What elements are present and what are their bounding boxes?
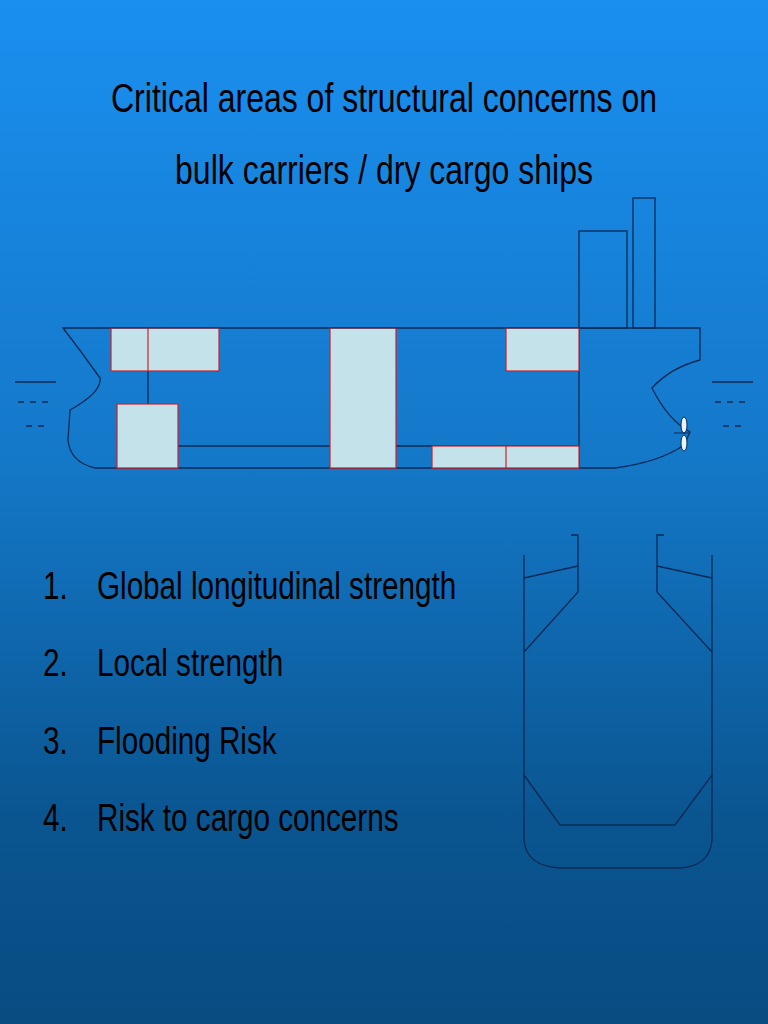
forepeak-line: [147, 371, 148, 404]
critical-area: [111, 328, 219, 371]
critical-area: [330, 328, 396, 468]
critical-area: [506, 328, 579, 371]
list-item: Flooding Risk: [97, 720, 277, 762]
critical-area-divider: [147, 328, 148, 371]
list-number: 1.: [43, 565, 68, 607]
hull-profile: [63, 328, 700, 468]
deck-line: [111, 327, 219, 328]
list-item: Global longitudinal strength: [97, 565, 456, 607]
critical-area: [432, 446, 579, 468]
list-number: 3.: [43, 720, 68, 762]
deck-line: [330, 327, 396, 328]
superstructure: [579, 231, 627, 328]
waterline-symbol: [15, 382, 753, 426]
propeller: [674, 417, 690, 451]
critical-area: [117, 404, 178, 468]
funnel: [633, 198, 655, 328]
midship-section: [524, 535, 712, 868]
list-number: 4.: [43, 797, 68, 839]
list-item: Risk to cargo concerns: [97, 797, 398, 839]
list-number: 2.: [43, 642, 68, 684]
slide-title: Critical areas of structural concerns on…: [80, 62, 688, 206]
list-item: Local strength: [97, 642, 283, 684]
critical-area-divider: [505, 446, 506, 468]
deck-line: [506, 327, 579, 328]
